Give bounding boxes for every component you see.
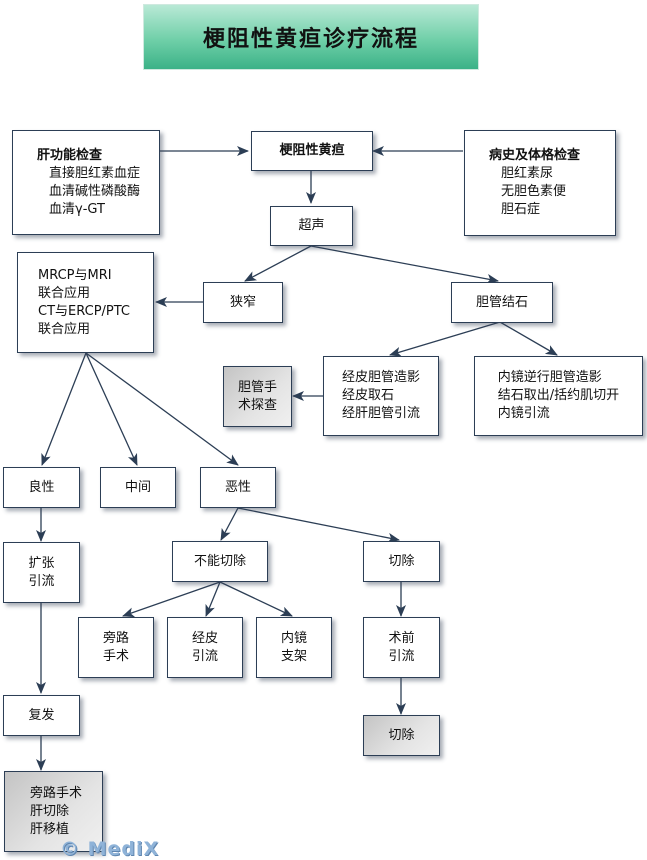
node-line: 血清γ-GT bbox=[49, 201, 105, 217]
node-line: 内镜逆行胆管造影 bbox=[497, 370, 602, 385]
node-percutaneous-procedures: 经皮胆管造影 经皮取石 经肝胆管引流 bbox=[323, 356, 439, 436]
node-ultrasound: 超声 bbox=[270, 206, 353, 246]
node-line: 切除 bbox=[388, 727, 415, 743]
node-line: 胆红素尿 bbox=[501, 166, 554, 181]
node-line: 无胆色素便 bbox=[501, 184, 567, 199]
node-line: 胆石症 bbox=[501, 202, 541, 217]
edge-ultrasound-to-stricture bbox=[244, 245, 312, 282]
edge-unresectable-to-stent bbox=[219, 581, 293, 617]
node-imaging: MRCP与MRI 联合应用 CT与ERCP/PTC 联合应用 bbox=[17, 252, 154, 353]
node-history-and-exam: 病史及体格检查 胆红素尿 无胆色素便 胆石症 bbox=[464, 130, 616, 236]
node-line: 超声 bbox=[298, 218, 325, 233]
node-bypass-surgery: 旁路 手术 bbox=[78, 617, 154, 678]
edge-unresectable-to-percutaneous-drainage bbox=[205, 581, 221, 617]
edge-malignant-to-resectable bbox=[237, 507, 400, 543]
node-line: 经皮取石 bbox=[341, 388, 394, 403]
edge-stones-to-endoscopic bbox=[499, 321, 558, 356]
edge-ultrasound-to-stones bbox=[310, 245, 499, 284]
node-line: 切除 bbox=[388, 553, 415, 569]
node-line: 不能切除 bbox=[193, 553, 246, 569]
node-line: 直接胆红素血症 bbox=[49, 165, 141, 181]
node-line: 手术 bbox=[102, 648, 129, 664]
node-line: CT与ERCP/PTC bbox=[38, 303, 131, 319]
node-line: 经皮 bbox=[191, 630, 218, 646]
node-benign: 良性 bbox=[3, 467, 80, 508]
node-heading: 梗阻性黄疸 bbox=[279, 143, 345, 158]
edge-imaging-to-intermediate bbox=[85, 352, 138, 466]
node-line: 经皮胆管造影 bbox=[341, 370, 420, 385]
node-preop-drainage: 术前 引流 bbox=[363, 617, 440, 678]
node-line: 旁路 bbox=[102, 630, 129, 646]
node-heading: 肝功能检查 bbox=[37, 147, 103, 163]
edge-malignant-to-unresectable bbox=[220, 507, 239, 541]
flowchart-title: 梗阻性黄疸诊疗流程 bbox=[143, 4, 479, 70]
node-line: 胆管手 bbox=[237, 379, 277, 395]
node-line: 中间 bbox=[124, 479, 151, 495]
node-surgical-exploration: 胆管手 术探查 bbox=[223, 366, 292, 427]
edge-imaging-to-malignant bbox=[85, 352, 239, 466]
node-dilation-drainage: 扩张 引流 bbox=[3, 542, 80, 603]
node-intermediate: 中间 bbox=[100, 467, 176, 508]
node-malignant: 恶性 bbox=[200, 467, 276, 508]
node-line: 内镜引流 bbox=[497, 406, 550, 421]
node-line: 良性 bbox=[28, 479, 55, 495]
node-final-resection: 切除 bbox=[363, 715, 440, 756]
node-line: 肝切除 bbox=[30, 803, 70, 819]
node-line: 引流 bbox=[191, 648, 218, 664]
node-line: 支架 bbox=[280, 648, 307, 664]
title-text: 梗阻性黄疸诊疗流程 bbox=[202, 27, 419, 52]
node-line: 血清碱性磷酸酶 bbox=[49, 183, 141, 199]
node-line: 狭窄 bbox=[229, 294, 256, 310]
node-obstructive-jaundice: 梗阻性黄疸 bbox=[251, 131, 373, 171]
node-line: 内镜 bbox=[280, 630, 307, 646]
node-line: 经肝胆管引流 bbox=[341, 406, 420, 421]
node-line: 旁路手术 bbox=[30, 785, 83, 801]
node-line: 引流 bbox=[388, 648, 415, 664]
edge-unresectable-to-bypass bbox=[122, 581, 221, 618]
node-stricture: 狭窄 bbox=[203, 282, 283, 323]
node-line: 胆管结石 bbox=[475, 294, 528, 310]
node-line: 扩张 bbox=[28, 555, 55, 571]
node-line: 结石取出/括约肌切开 bbox=[497, 388, 620, 403]
node-liver-function-tests: 肝功能检查 直接胆红素血症 血清碱性磷酸酶 血清γ-GT bbox=[12, 130, 160, 235]
node-bile-duct-stones: 胆管结石 bbox=[451, 282, 553, 323]
node-line: 复发 bbox=[28, 707, 55, 723]
node-line: 联合应用 bbox=[38, 321, 91, 337]
watermark-logo: © MediX bbox=[60, 838, 160, 860]
node-resectable: 切除 bbox=[363, 541, 440, 582]
node-percutaneous-drainage: 经皮 引流 bbox=[167, 617, 243, 678]
node-line: 术前 bbox=[388, 630, 415, 646]
node-endoscopic-procedures: 内镜逆行胆管造影 结石取出/括约肌切开 内镜引流 bbox=[474, 356, 643, 436]
node-recurrence: 复发 bbox=[3, 695, 80, 736]
node-unresectable: 不能切除 bbox=[172, 541, 268, 582]
node-final-options: 旁路手术 肝切除 肝移植 bbox=[4, 771, 103, 852]
node-line: MRCP与MRI bbox=[38, 267, 112, 283]
edge-imaging-to-benign bbox=[41, 352, 87, 466]
node-endoscopic-stent: 内镜 支架 bbox=[256, 617, 332, 678]
node-line: 引流 bbox=[28, 573, 55, 589]
node-line: 恶性 bbox=[224, 479, 251, 495]
node-line: 术探查 bbox=[237, 397, 277, 413]
node-line: 联合应用 bbox=[38, 285, 91, 301]
node-heading: 病史及体格检查 bbox=[489, 148, 581, 163]
edge-stones-to-percutaneous bbox=[389, 321, 501, 357]
node-line: 肝移植 bbox=[30, 821, 70, 837]
